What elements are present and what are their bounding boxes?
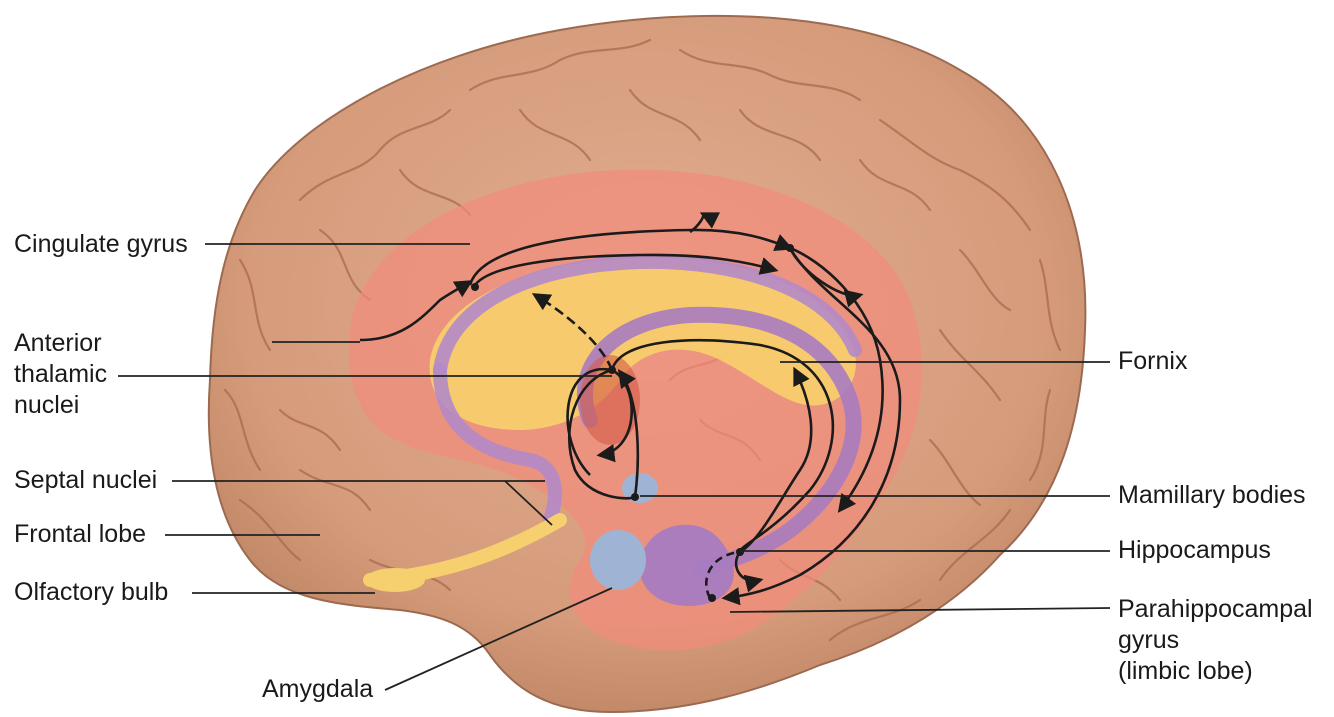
label-leader-lines	[118, 243, 1111, 691]
label-anterior-thalamic-nuclei-line2: thalamic	[14, 360, 108, 388]
label-hippocampus: Hippocampus	[1118, 536, 1271, 564]
circuit-junction-dots	[471, 244, 794, 602]
label-fornix: Fornix	[1118, 347, 1188, 375]
hippocampus-shape	[639, 524, 734, 606]
amygdala-shape	[590, 530, 646, 590]
papez-circuit-arrows	[359, 212, 902, 606]
label-parahippocampal-gyrus-line3: (limbic lobe)	[1118, 657, 1253, 685]
label-anterior-thalamic-nuclei: Anterior thalamic nuclei	[14, 328, 107, 421]
label-cingulate-gyrus: Cingulate gyrus	[14, 230, 188, 258]
label-olfactory-bulb: Olfactory bulb	[14, 578, 169, 606]
label-parahippocampal-gyrus: Parahippocampal gyrus (limbic lobe)	[1118, 594, 1313, 687]
label-anterior-thalamic-nuclei-line3: nuclei	[14, 391, 80, 419]
label-septal-nuclei: Septal nuclei	[14, 466, 158, 494]
purple-tract-upper	[433, 254, 862, 377]
cortical-sulci	[223, 38, 1062, 642]
septal-tract	[433, 363, 562, 527]
fornix-tract	[577, 306, 862, 578]
label-amygdala: Amygdala	[262, 675, 374, 703]
olfactory-bulb-shape	[365, 568, 425, 592]
label-mamillary-bodies: Mamillary bodies	[1118, 481, 1306, 509]
label-parahippocampal-gyrus-line1: Parahippocampal	[1118, 595, 1313, 623]
label-frontal-lobe: Frontal lobe	[14, 520, 147, 548]
label-anterior-thalamic-nuclei-line1: Anterior	[14, 329, 102, 357]
label-parahippocampal-gyrus-line2: gyrus	[1118, 626, 1180, 654]
